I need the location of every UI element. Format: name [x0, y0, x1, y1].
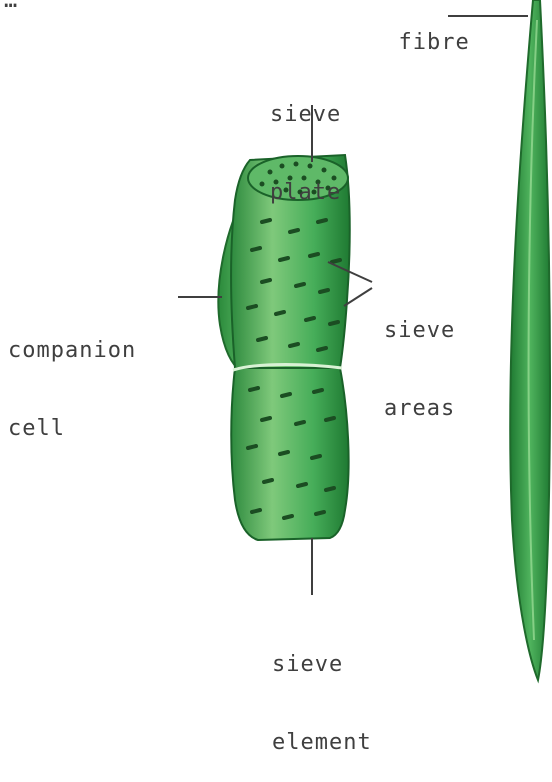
- fibre-label: fibre: [370, 4, 470, 56]
- sieve-areas-label: sieve areas: [384, 266, 455, 448]
- sieve-plate-label: sieve plate: [270, 50, 341, 232]
- companion-cell-label: companion cell: [8, 286, 136, 468]
- fibre-cell: [510, 0, 550, 680]
- sieve-element-label: sieve element: [272, 600, 372, 782]
